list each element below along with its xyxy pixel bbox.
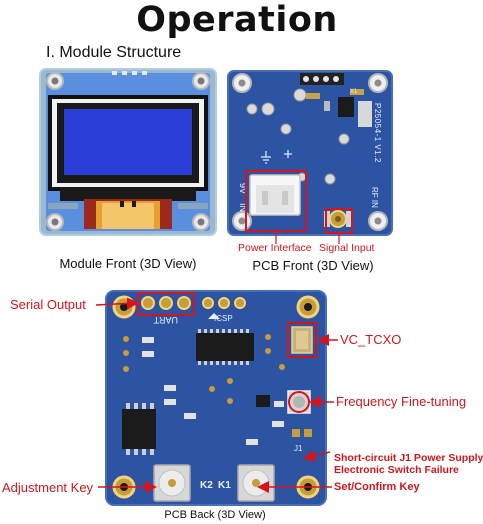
section-heading: I. Module Structure <box>46 44 182 61</box>
k2-label: K2 <box>200 480 213 491</box>
pcb-front-code-label: P25054-1 V1.2 <box>373 103 382 163</box>
pcb-front-x1-label: X1 <box>350 89 358 95</box>
pcb-front-caption: PCB Front (3D View) <box>252 258 374 273</box>
page-title: Operation <box>136 0 338 40</box>
pcb-front-image: P25054-1 V1.2 X1 9V IN RF IN <box>227 70 393 236</box>
module-front-caption: Module Front (3D View) <box>59 256 197 271</box>
pcb-front-rf-label: RF IN <box>370 187 379 208</box>
pcb-back-caption: PCB Back (3D View) <box>164 509 266 521</box>
icsp-label: ICSP <box>214 314 233 323</box>
fine-tuning-annotation: Frequency Fine-tuning <box>336 394 467 409</box>
serial-output-annotation: Serial Output <box>10 297 86 312</box>
pcb-back-image: UART ICSP J1 <box>105 290 327 506</box>
pcb-front-v-label: 9V <box>238 183 248 194</box>
vc-tcxo-annotation: VC_TCXO <box>340 332 402 347</box>
module-front-image <box>39 68 217 236</box>
set-confirm-key-annotation: Set/Confirm Key <box>334 481 420 493</box>
pcb-front-pointers <box>275 232 340 244</box>
pcb-front-in-label: IN <box>238 203 248 212</box>
j1-annotation-line1: Short-circuit J1 Power Supply <box>334 452 483 464</box>
signal-input-label: Signal Input <box>319 242 375 254</box>
j1-annotation-line2: Electronic Switch Failure <box>334 464 459 476</box>
k1-label: K1 <box>218 480 231 491</box>
adjustment-key-annotation: Adjustment Key <box>2 480 94 495</box>
power-interface-label: Power Interface <box>238 242 312 254</box>
pcb-back-arrows <box>95 297 338 493</box>
j1-label: J1 <box>294 444 303 453</box>
uart-label: UART <box>153 315 178 325</box>
